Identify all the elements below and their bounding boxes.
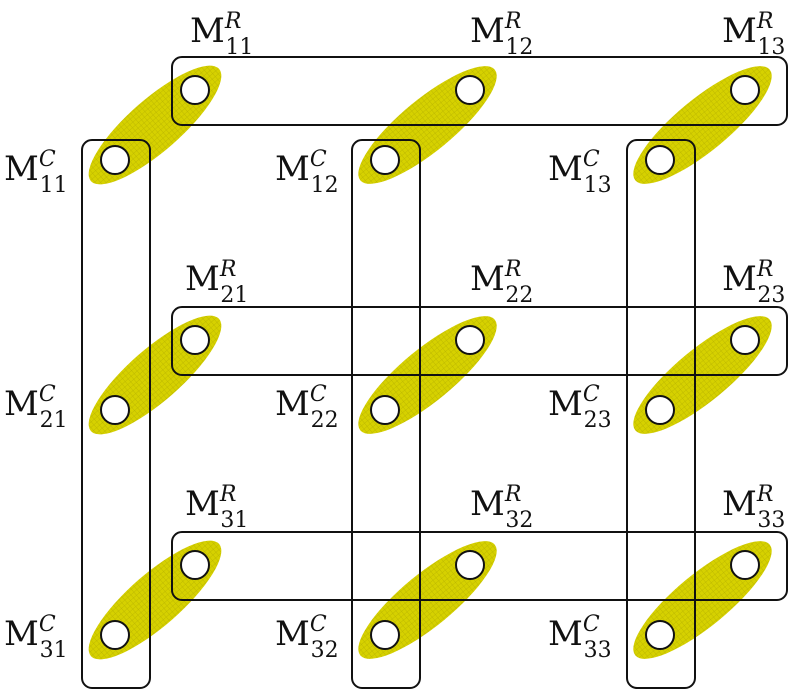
column-group-box-1	[81, 139, 151, 689]
column-node-33	[645, 620, 675, 650]
row-group-box-2	[171, 306, 788, 376]
row-group-box-3	[171, 531, 788, 601]
row-group-box-1	[171, 56, 788, 126]
row-node-23	[730, 325, 760, 355]
row-node-11	[180, 75, 210, 105]
column-node-23	[645, 395, 675, 425]
column-node-22	[370, 395, 400, 425]
grid-nodes	[100, 75, 760, 650]
row-node-21	[180, 325, 210, 355]
row-node-13	[730, 75, 760, 105]
node-pair-ellipses	[88, 65, 772, 660]
row-node-31	[180, 550, 210, 580]
group-boxes	[81, 56, 788, 689]
column-node-31	[100, 620, 130, 650]
column-node-12	[370, 145, 400, 175]
row-node-32	[455, 550, 485, 580]
row-node-12	[455, 75, 485, 105]
row-node-22	[455, 325, 485, 355]
column-group-box-3	[626, 139, 696, 689]
column-node-13	[645, 145, 675, 175]
column-group-box-2	[351, 139, 421, 689]
row-node-33	[730, 550, 760, 580]
column-node-11	[100, 145, 130, 175]
column-node-32	[370, 620, 400, 650]
column-node-21	[100, 395, 130, 425]
